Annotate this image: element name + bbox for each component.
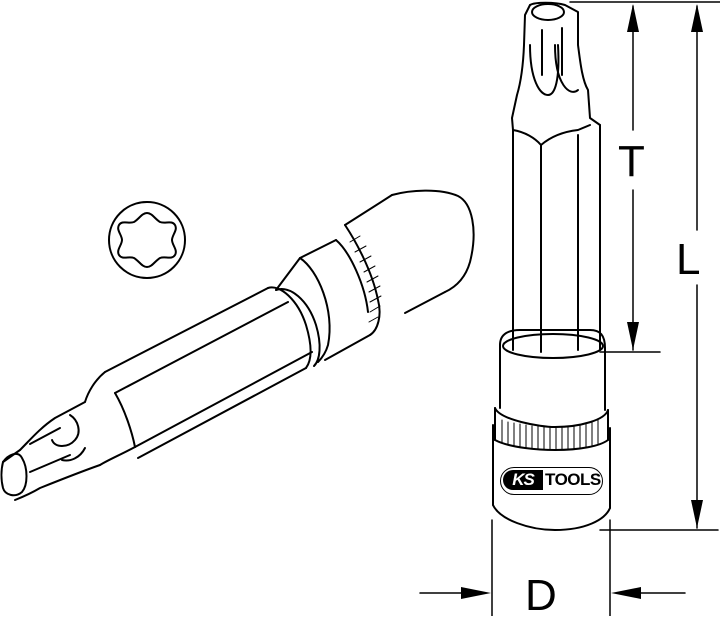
angled-socket-view — [0, 189, 475, 501]
upright-socket-view — [492, 1, 611, 531]
logo-tools-text: TOOLS — [545, 470, 601, 489]
ks-tools-logo: KS TOOLS — [500, 467, 603, 495]
dimension-arrowheads — [461, 4, 703, 599]
torx-profile-icon — [108, 201, 186, 279]
logo-ks-text: KS — [503, 470, 543, 490]
total-length-label: L — [676, 235, 701, 284]
tip-length-label: T — [618, 137, 645, 186]
diameter-label: D — [525, 571, 557, 620]
dimension-lines — [419, 1, 720, 616]
